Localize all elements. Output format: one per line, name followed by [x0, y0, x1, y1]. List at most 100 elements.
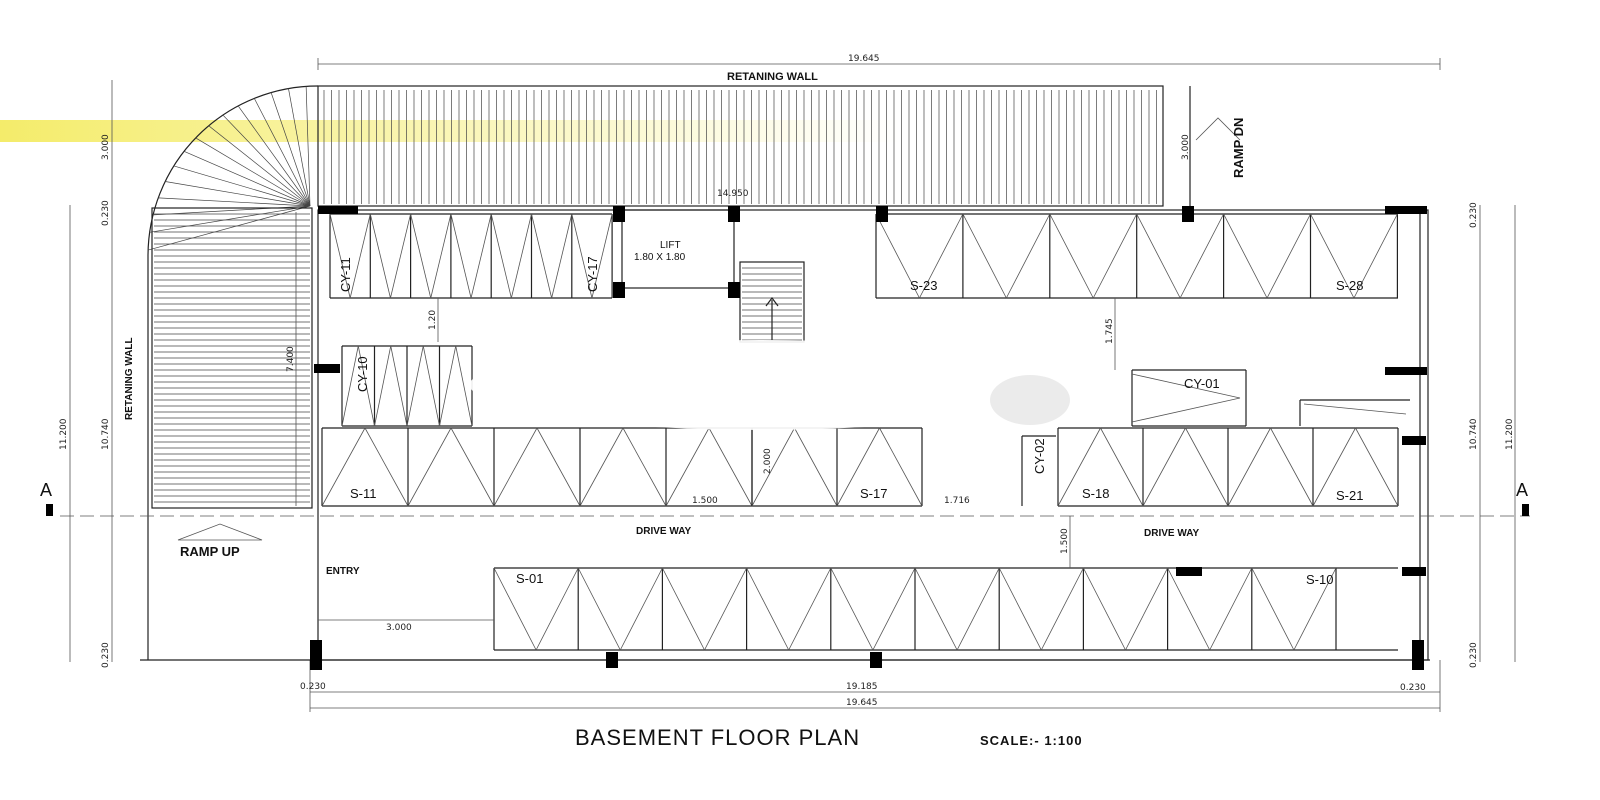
hatch-line [148, 205, 311, 251]
drawing-scale: SCALE:- 1:100 [980, 733, 1083, 748]
retaining-wall-left-label: RETANING WALL [124, 337, 135, 420]
dim-ramp-height: 3.000 [1181, 134, 1191, 160]
slot-s-23: S-23 [910, 278, 937, 293]
dim-left-top: 3.000 [101, 134, 111, 160]
bay-diagonal [493, 567, 537, 651]
right-dimension-lines [1479, 205, 1516, 662]
photo-glare [0, 120, 900, 142]
bay-row [321, 427, 753, 507]
left-ramp-hatching [154, 213, 310, 503]
bay-diagonal [1136, 213, 1181, 299]
bay-diagonal [1057, 427, 1101, 507]
bay-diagonal [493, 427, 538, 507]
bay-diagonal [1125, 567, 1168, 651]
bay-diagonal [364, 427, 409, 507]
ramp-up-label: RAMP UP [180, 544, 240, 559]
bay-row [1057, 427, 1399, 507]
hatch-line [149, 205, 311, 233]
slot-s-28: S-28 [1336, 278, 1363, 293]
bay-diagonal [470, 213, 492, 299]
bay-diagonal [1083, 567, 1126, 651]
bay-diagonal [1167, 567, 1211, 651]
slot-cy-17: CY-17 [585, 256, 600, 292]
bay-diagonal [349, 213, 371, 299]
slot-s-01: S-01 [516, 571, 543, 586]
hatch-line [165, 181, 311, 207]
bay-diagonal [1303, 403, 1407, 415]
bay-diagonal [914, 567, 958, 651]
bay-diagonal [956, 567, 1000, 651]
hatch-line [158, 197, 311, 207]
bay-diagonal [794, 427, 838, 507]
lift-label: LIFT [660, 240, 681, 251]
slot-s-10: S-10 [1306, 572, 1333, 587]
dim-left-t1: 0.230 [101, 200, 111, 226]
bay-diagonal [407, 427, 452, 507]
entry-label: ENTRY [326, 566, 360, 577]
bay-diagonal [1266, 213, 1311, 299]
slot-cy-02: CY-02 [1032, 438, 1047, 474]
bay-diagonal [535, 567, 579, 651]
hatch-line [153, 205, 311, 216]
bay-diagonal [1049, 213, 1094, 299]
bay-diagonal [406, 345, 424, 427]
bay-diagonal [450, 213, 472, 299]
bay-diagonal [551, 213, 573, 299]
bay-diagonal [591, 213, 613, 299]
dim-bottom-inner: 19.185 [846, 682, 878, 692]
dim-right-bot: 0.230 [1469, 642, 1479, 668]
bay-diagonal [1142, 427, 1186, 507]
slot-cy-11: CY-11 [338, 257, 353, 292]
bay-row [329, 213, 613, 299]
bay-diagonal [872, 567, 916, 651]
bay-diagonal [665, 427, 710, 507]
dim-left-bot: 0.230 [101, 642, 111, 668]
bay-diagonal [836, 427, 880, 507]
bay-diagonal [1005, 213, 1051, 299]
bay-diagonal [622, 427, 667, 507]
bay-diagonal [1227, 427, 1271, 507]
dim-gap-1745: 1.745 [1105, 318, 1115, 344]
bay-diagonal [577, 567, 621, 651]
bay-diagonal [439, 345, 457, 427]
bay-diagonal [1310, 213, 1355, 299]
bay-diagonal [1131, 397, 1241, 423]
slot-s-17: S-17 [860, 486, 887, 501]
bay-diagonal [1355, 427, 1399, 507]
dim-left-mid: 10.740 [101, 418, 111, 450]
lift-size-label: 1.80 X 1.80 [634, 252, 686, 263]
bay-diagonal [369, 213, 391, 299]
bay-diagonal [571, 213, 593, 299]
bay-diagonal [1209, 567, 1253, 651]
hatch-line [237, 105, 311, 207]
bay-diagonal [708, 427, 753, 507]
bay-diagonal [455, 345, 473, 427]
bay-diagonal [1100, 427, 1144, 507]
bay-diagonal [998, 567, 1042, 651]
bay-diagonal [1353, 213, 1398, 299]
hatch-line [254, 98, 311, 207]
bay-diagonal [1270, 427, 1314, 507]
bay-diagonal [531, 213, 553, 299]
dim-bottom-right: 0.230 [1400, 683, 1426, 693]
section-marker-right [1522, 504, 1529, 516]
bay-diagonal [875, 213, 920, 299]
bay-diagonal [341, 345, 359, 427]
dim-aisle-1500: 1.500 [692, 496, 718, 506]
dim-left-total: 11.200 [59, 418, 69, 450]
bay-diagonal [422, 345, 440, 427]
bay-diagonal [830, 567, 874, 651]
left-dimension-lines [69, 80, 113, 662]
bay-diagonal [510, 213, 532, 299]
bay-diagonal [1131, 373, 1241, 399]
bay-diagonal [1185, 427, 1229, 507]
bay-diagonal [1040, 567, 1084, 651]
dim-top-overall: 19.645 [848, 54, 880, 64]
left-ramp-band [151, 207, 313, 509]
bay-row [341, 345, 473, 427]
section-marker-left [46, 504, 53, 516]
hatch-line [173, 165, 311, 207]
dim-right-total: 11.200 [1505, 418, 1515, 450]
bay-diagonal [788, 567, 832, 651]
bay-diagonal [751, 427, 795, 507]
